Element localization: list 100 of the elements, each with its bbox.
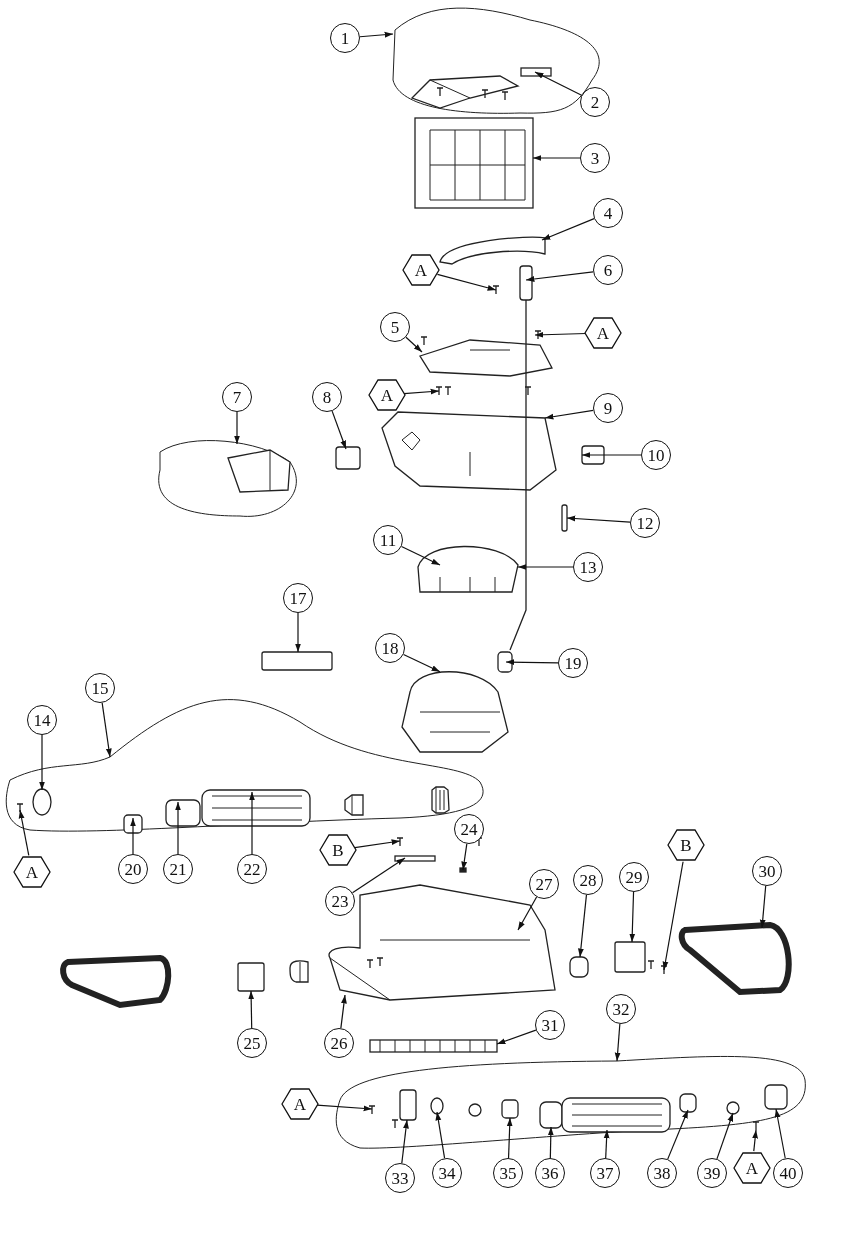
leader-line	[400, 545, 441, 566]
screw	[435, 386, 443, 396]
leader-line	[402, 653, 441, 673]
leader-line	[101, 702, 112, 758]
leader-line	[248, 990, 255, 1029]
lid-frame	[419, 339, 553, 377]
callout-number: 22	[237, 854, 267, 884]
callout-number: 11	[373, 525, 403, 555]
pad	[459, 867, 467, 873]
leader-line	[752, 1129, 759, 1152]
hexagon-reference-label: A	[733, 1152, 771, 1184]
leader-line	[566, 515, 631, 523]
roller-brush	[561, 1097, 671, 1133]
callout-number: 27	[529, 869, 559, 899]
leader-line	[461, 843, 468, 871]
leader-line	[525, 271, 594, 282]
roller-brush	[201, 789, 311, 827]
screw	[534, 330, 542, 340]
hexagon-reference-label: A	[402, 254, 440, 286]
hexagon-reference-label: A	[584, 317, 622, 349]
callout-number: 3	[580, 143, 610, 173]
callout-number: 21	[163, 854, 193, 884]
callout-number: 19	[558, 648, 588, 678]
flap	[261, 651, 333, 671]
motor-cover	[381, 411, 557, 491]
callout-number: 4	[593, 198, 623, 228]
callout-number: 5	[380, 312, 410, 342]
leader-line	[629, 891, 636, 943]
bracket	[399, 1089, 417, 1121]
screw	[752, 1121, 760, 1131]
callout-number: 34	[432, 1158, 462, 1188]
hexagon-reference-label: B	[667, 829, 705, 861]
leader-line	[351, 857, 406, 894]
bushing	[679, 1093, 697, 1113]
callout-number: 20	[118, 854, 148, 884]
brush-strip	[369, 1039, 498, 1053]
callout-number: 2	[580, 87, 610, 117]
callout-number: 31	[535, 1010, 565, 1040]
bracket	[614, 941, 646, 973]
leader-line	[534, 331, 587, 338]
leader-line	[517, 564, 574, 570]
axle	[501, 1099, 519, 1119]
swivel-connector	[519, 265, 533, 301]
leader-line	[331, 410, 347, 450]
pin	[561, 504, 568, 532]
screw	[660, 965, 668, 975]
leader-line	[506, 1117, 513, 1159]
hexagon-reference-label: B	[319, 834, 357, 866]
leader-line	[435, 1111, 446, 1159]
leader-line	[234, 411, 240, 445]
callout-number: 33	[385, 1163, 415, 1193]
group-outline	[335, 1056, 806, 1149]
callout-number: 38	[647, 1158, 677, 1188]
callout-number: 12	[630, 508, 660, 538]
callout-number: 28	[573, 865, 603, 895]
group-outline	[392, 7, 600, 114]
leader-line	[759, 885, 767, 929]
screw	[368, 1105, 376, 1115]
callout-number: 25	[237, 1028, 267, 1058]
gear	[32, 788, 52, 816]
callout-number: 17	[283, 583, 313, 613]
callout-number: 26	[324, 1028, 354, 1058]
callout-number: 23	[325, 886, 355, 916]
leader-line	[401, 1119, 409, 1164]
hexagon-reference-label: A	[13, 856, 51, 888]
callout-number: 14	[27, 705, 57, 735]
leader-line	[603, 1129, 610, 1159]
leader-line	[547, 1126, 554, 1159]
side-clip	[335, 446, 361, 470]
filter-basket	[414, 117, 534, 209]
screw	[396, 837, 404, 847]
bracket	[764, 1084, 788, 1110]
callout-number: 39	[697, 1158, 727, 1188]
leader-line	[436, 273, 497, 291]
bar	[394, 855, 436, 862]
callout-number: 36	[535, 1158, 565, 1188]
impeller-cover	[417, 545, 519, 593]
leader-line	[541, 218, 595, 241]
leader-line	[662, 861, 684, 971]
callout-number: 35	[493, 1158, 523, 1188]
leader-line	[354, 839, 401, 849]
leader-line	[534, 71, 583, 96]
leader-line	[496, 1029, 537, 1045]
bracket	[237, 962, 265, 992]
screw	[492, 285, 500, 295]
callout-number: 32	[606, 994, 636, 1024]
leader-line	[544, 409, 594, 420]
leader-line	[667, 1109, 689, 1160]
handle	[439, 236, 546, 265]
callout-number: 6	[593, 255, 623, 285]
leader-line	[405, 336, 423, 353]
leader-line	[249, 791, 255, 855]
motor-unit	[401, 671, 509, 753]
callout-number: 30	[752, 856, 782, 886]
group-outline	[158, 440, 297, 517]
tube	[165, 799, 201, 827]
nut	[726, 1101, 740, 1115]
callout-number: 15	[85, 673, 115, 703]
callout-number: 18	[375, 633, 405, 663]
leader-line	[295, 612, 301, 653]
